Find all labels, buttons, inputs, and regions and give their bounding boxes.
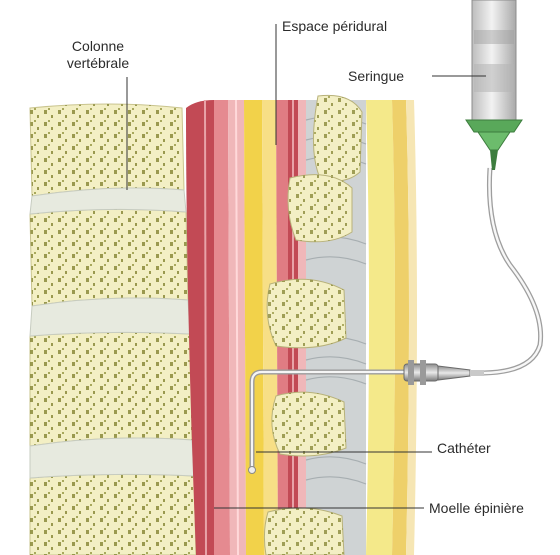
label-moelle-epiniere: Moelle épinière [429,500,524,517]
syringe-tubing [484,168,541,373]
label-colonne-line2: vertébrale [46,55,150,72]
label-colonne-line1: Colonne [46,38,150,55]
label-seringue: Seringue [348,68,404,85]
needle-hub [404,360,484,385]
label-espace-peridural: Espace péridural [282,18,387,35]
syringe [466,0,522,170]
label-catheter: Cathéter [437,440,491,457]
label-colonne-vertebrale: Colonne vertébrale [46,38,150,72]
skin-layers [366,100,417,555]
